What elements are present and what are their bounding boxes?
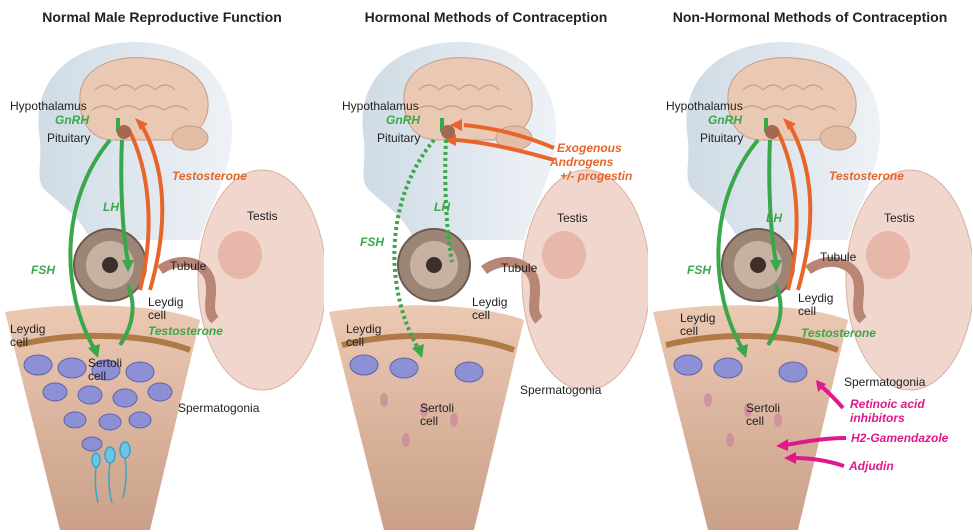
label-tubule: Tubule <box>501 262 537 275</box>
panel-title: Non-Hormonal Methods of Contraception <box>648 9 972 25</box>
label-inhibitors: inhibitors <box>850 412 905 425</box>
testis <box>522 170 648 390</box>
pituitary-gland <box>441 125 455 139</box>
label-androgens: Androgens <box>550 156 613 169</box>
label-spermatogonia: Spermatogonia <box>178 402 259 415</box>
pituitary-gland <box>765 125 779 139</box>
pituitary-gland <box>117 125 131 139</box>
cerebellum <box>820 126 856 150</box>
label-testosterone-top: Testosterone <box>172 170 247 183</box>
label-sertoli-cell: Sertoli cell <box>746 402 782 428</box>
label-hypothalamus: Hypothalamus <box>10 100 87 113</box>
label-leydig-cell-right: Leydig cell <box>148 296 184 322</box>
label-testis: Testis <box>884 212 915 225</box>
label-adjudin: Adjudin <box>849 460 894 473</box>
testis <box>198 170 324 390</box>
hormonal-methods-illustration <box>324 0 648 532</box>
label-leydig-cell-left: Leydig cell <box>680 312 716 338</box>
label-testosterone-bottom: Testosterone <box>148 325 223 338</box>
label-leydig-cell-left: Leydig cell <box>346 323 382 349</box>
panel-normal-function: Normal Male Reproductive Function Hypoth… <box>0 0 324 532</box>
label-leydig-cell-left: Leydig cell <box>10 323 46 349</box>
label-gnrh: GnRH <box>708 114 742 127</box>
label-spermatogonia: Spermatogonia <box>844 376 925 389</box>
panel-hormonal-methods: Hormonal Methods of Contraception Hypoth… <box>324 0 648 532</box>
label-fsh: FSH <box>31 264 55 277</box>
label-gnrh: GnRH <box>386 114 420 127</box>
label-h2-gamendazole: H2-Gamendazole <box>851 432 948 445</box>
panel-title: Hormonal Methods of Contraception <box>324 9 648 25</box>
label-fsh: FSH <box>360 236 384 249</box>
label-spermatogonia: Spermatogonia <box>520 384 601 397</box>
label-tubule: Tubule <box>170 260 206 273</box>
label-testosterone-top: Testosterone <box>829 170 904 183</box>
label-leydig-cell-right: Leydig cell <box>798 292 834 318</box>
cerebellum <box>172 126 208 150</box>
label-testis: Testis <box>557 212 588 225</box>
label-sertoli-cell: Sertoli cell <box>88 357 124 383</box>
label-sertoli-cell: Sertoli cell <box>420 402 456 428</box>
label-pituitary: Pituitary <box>47 132 90 145</box>
label-exogenous: Exogenous <box>557 142 622 155</box>
label-gnrh: GnRH <box>55 114 89 127</box>
label-tubule: Tubule <box>820 251 856 264</box>
label-pituitary: Pituitary <box>377 132 420 145</box>
label-pituitary: Pituitary <box>700 132 743 145</box>
label-lh: LH <box>434 201 450 214</box>
label-fsh: FSH <box>687 264 711 277</box>
label-testis: Testis <box>247 210 278 223</box>
label-retinoic-acid: Retinoic acid <box>850 398 925 411</box>
panel-non-hormonal-methods: Non-Hormonal Methods of Contraception Hy… <box>648 0 972 532</box>
label-hypothalamus: Hypothalamus <box>342 100 419 113</box>
label-hypothalamus: Hypothalamus <box>666 100 743 113</box>
testis <box>846 170 972 390</box>
label-lh: LH <box>103 201 119 214</box>
panel-title: Normal Male Reproductive Function <box>0 9 324 25</box>
label-leydig-cell-right: Leydig cell <box>472 296 508 322</box>
label-lh: LH <box>766 212 782 225</box>
label-testosterone-bottom: Testosterone <box>801 327 876 340</box>
label-progestin: +/- progestin <box>560 170 632 183</box>
